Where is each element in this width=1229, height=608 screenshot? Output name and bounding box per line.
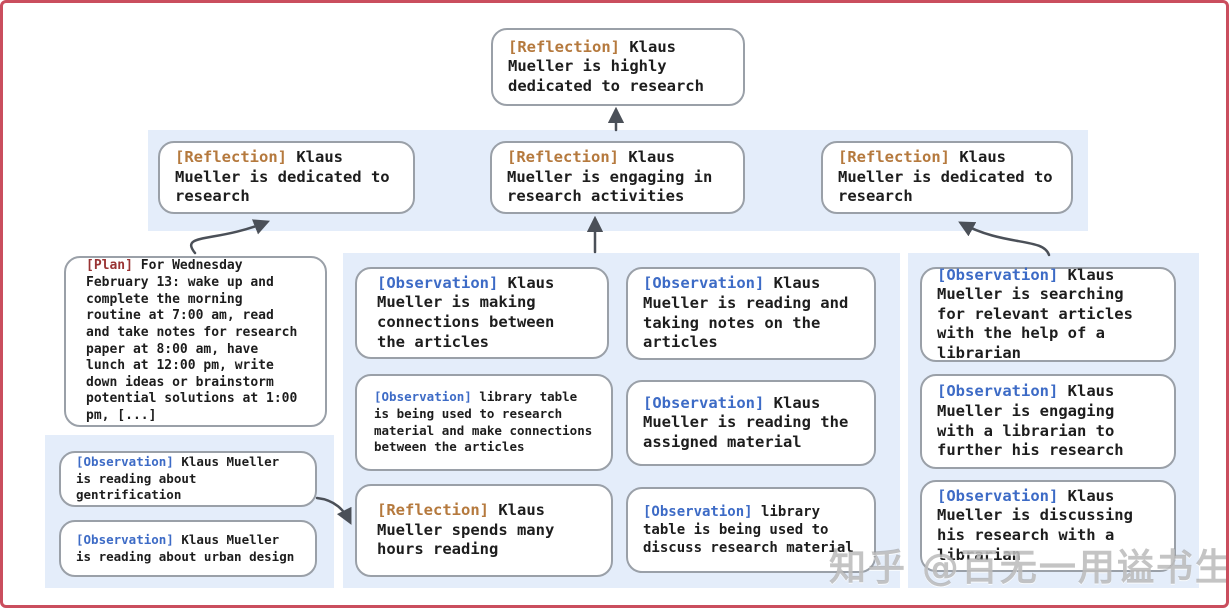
plan-tag: [Plan] (86, 258, 133, 274)
node-obs-library-discuss: [Observation] library table is being use… (626, 487, 876, 573)
node-text: Klaus Mueller is dedicated to research (175, 148, 390, 206)
node-text: library table is being used to research … (374, 389, 593, 455)
node-obs-taking-notes: [Observation] Klaus Mueller is reading a… (626, 267, 876, 360)
node-text: Klaus Mueller is reading the assigned ma… (643, 393, 849, 451)
node-reflection-hours-reading: [Reflection] Klaus Mueller spends many h… (355, 484, 613, 577)
node-text: For Wednesday February 13: wake up and c… (86, 258, 298, 423)
node-text: Klaus Mueller is discussing his research… (937, 486, 1133, 564)
node-text: Klaus Mueller is dedicated to research (838, 148, 1053, 206)
node-obs-discussing-librarian: [Observation] Klaus Mueller is discussin… (920, 480, 1176, 572)
observation-tag: [Observation] (937, 486, 1059, 505)
node-obs-searching-articles: [Observation] Klaus Mueller is searching… (920, 265, 1176, 362)
node-text: Klaus Mueller is engaging with a librari… (937, 382, 1124, 460)
node-text: Klaus Mueller is searching for relevant … (937, 265, 1133, 362)
node-text: Klaus Mueller is making connections betw… (377, 273, 555, 351)
node-obs-gentrification: [Observation] Klaus Mueller is reading a… (59, 451, 317, 507)
reflection-tag: [Reflection] (377, 501, 489, 520)
node-reflection-root: [Reflection] Klaus Mueller is highly ded… (491, 28, 745, 106)
reflection-tag: [Reflection] (838, 148, 950, 167)
observation-tag: [Observation] (643, 393, 765, 412)
reflection-tag: [Reflection] (508, 37, 620, 56)
observation-tag: [Observation] (643, 503, 753, 520)
node-obs-library-research: [Observation] library table is being use… (355, 374, 613, 471)
node-text: Klaus Mueller is reading and taking note… (643, 274, 849, 352)
node-reflection-right: [Reflection] Klaus Mueller is dedicated … (821, 141, 1073, 214)
node-obs-assigned-material: [Observation] Klaus Mueller is reading t… (626, 380, 876, 466)
observation-tag: [Observation] (937, 265, 1059, 284)
node-text: Klaus Mueller is highly dedicated to res… (508, 37, 704, 95)
node-text: Klaus Mueller is reading about gentrific… (76, 453, 280, 503)
node-obs-urban-design: [Observation] Klaus Mueller is reading a… (59, 520, 317, 577)
observation-tag: [Observation] (377, 273, 499, 292)
observation-tag: [Observation] (937, 382, 1059, 401)
observation-tag: [Observation] (76, 531, 174, 547)
node-obs-engaging-librarian: [Observation] Klaus Mueller is engaging … (920, 374, 1176, 469)
node-reflection-left: [Reflection] Klaus Mueller is dedicated … (158, 141, 415, 214)
node-text: Klaus Mueller is engaging in research ac… (507, 148, 713, 206)
node-text: Klaus Mueller is reading about urban des… (76, 531, 295, 564)
node-text: library table is being used to discuss r… (643, 503, 854, 557)
reflection-tag: [Reflection] (507, 148, 619, 167)
reflection-tag: [Reflection] (175, 148, 287, 167)
observation-tag: [Observation] (76, 453, 174, 469)
node-obs-making-connections: [Observation] Klaus Mueller is making co… (355, 267, 609, 359)
observation-tag: [Observation] (643, 274, 765, 293)
node-reflection-middle: [Reflection] Klaus Mueller is engaging i… (490, 141, 745, 214)
zhihu-watermark: 知乎 @百无一用谥书生 (829, 546, 1229, 589)
node-plan: [Plan] For Wednesday February 13: wake u… (64, 256, 327, 427)
node-text: Klaus Mueller spends many hours reading (377, 501, 555, 559)
observation-tag: [Observation] (374, 389, 472, 404)
